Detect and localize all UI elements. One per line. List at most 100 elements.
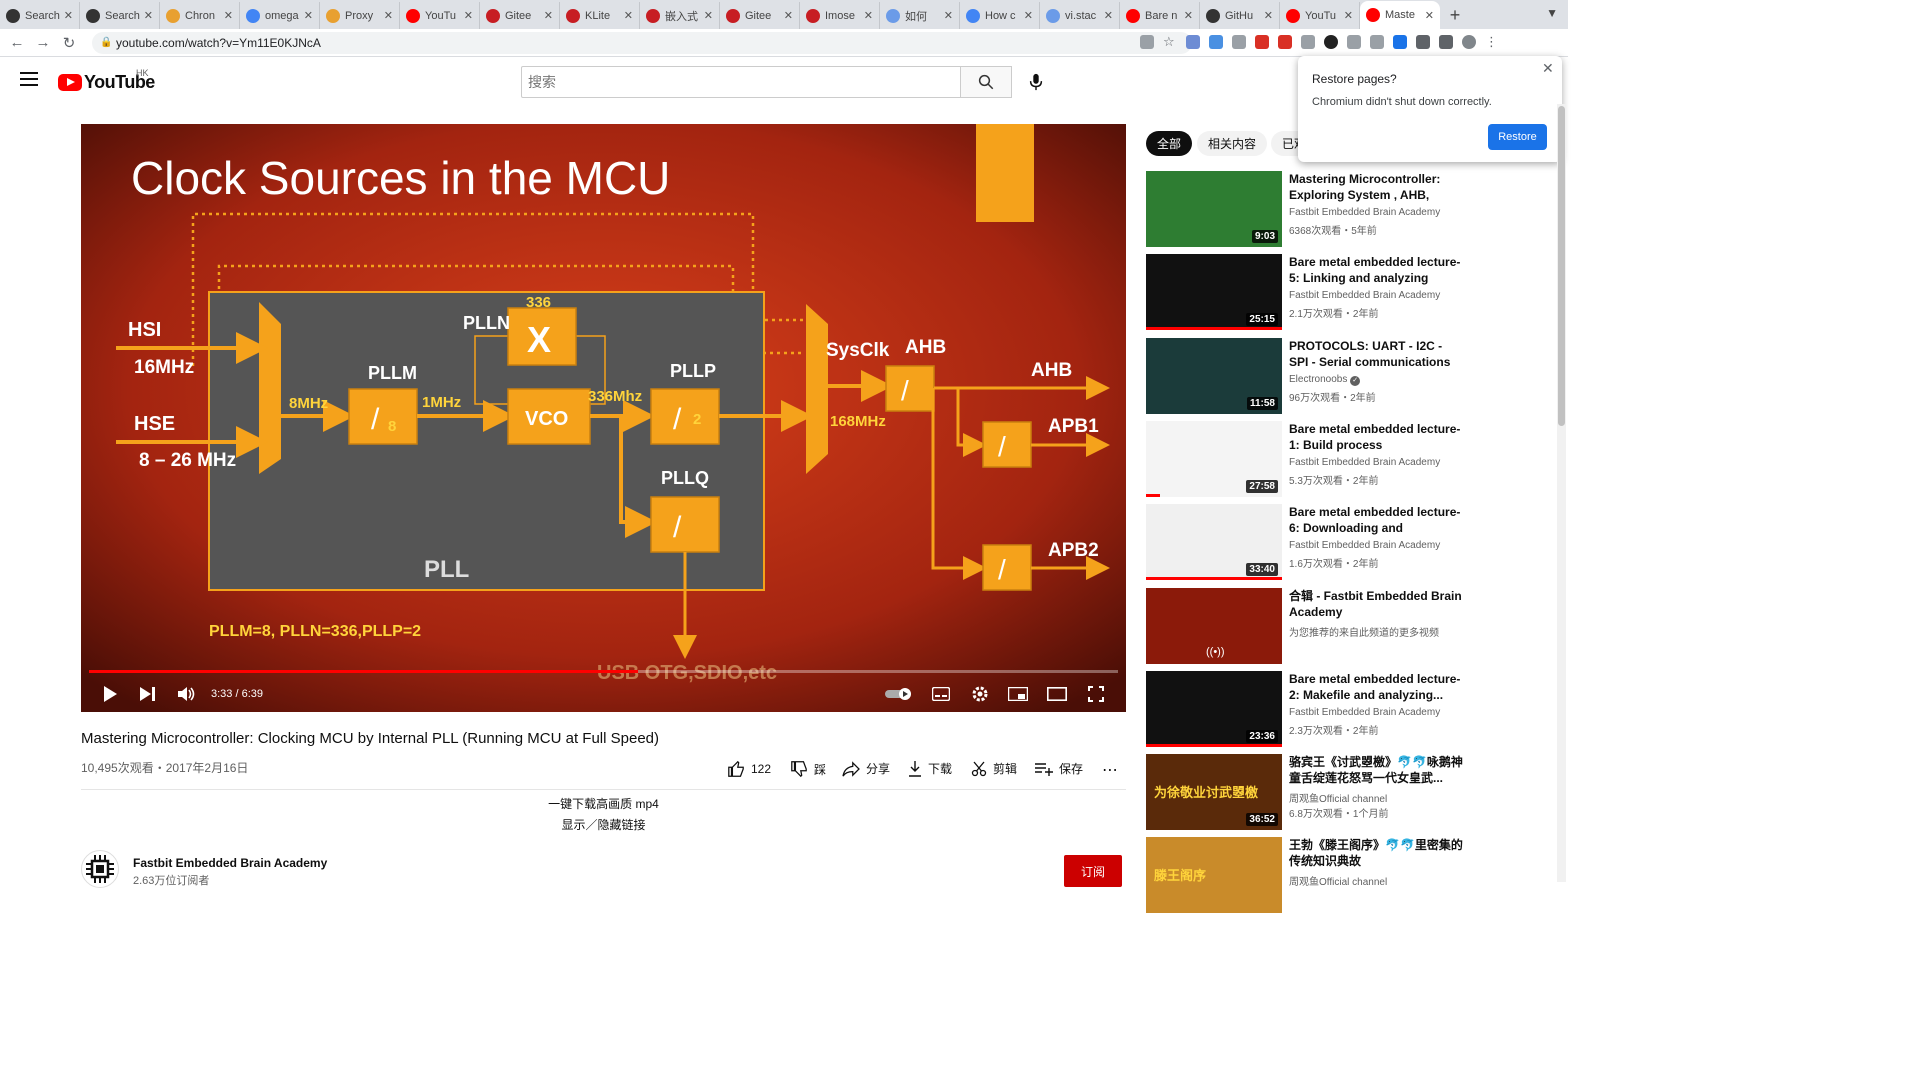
media-icon[interactable] bbox=[1439, 35, 1453, 49]
share-button[interactable]: 分享 bbox=[842, 760, 890, 777]
browser-tab[interactable]: Proxy✕ bbox=[320, 2, 400, 29]
recommendation-channel[interactable]: Fastbit Embedded Brain Academy bbox=[1289, 290, 1440, 301]
clip-button[interactable]: 剪辑 bbox=[971, 760, 1017, 777]
browser-tab[interactable]: How c✕ bbox=[960, 2, 1040, 29]
browser-tab[interactable]: Imose✕ bbox=[800, 2, 880, 29]
tab-close-icon[interactable]: ✕ bbox=[1103, 10, 1113, 22]
browser-tab[interactable]: KLite✕ bbox=[560, 2, 640, 29]
tab-close-icon[interactable]: ✕ bbox=[543, 10, 553, 22]
tab-close-icon[interactable]: ✕ bbox=[1263, 10, 1273, 22]
extension-icon[interactable] bbox=[1393, 35, 1407, 49]
extension-icon[interactable] bbox=[1209, 35, 1223, 49]
recommendation-title[interactable]: Bare metal embedded lecture-2: Makefile … bbox=[1289, 671, 1461, 702]
recommendation-channel[interactable]: Electronoobs ✓ bbox=[1289, 374, 1361, 386]
page-scrollbar[interactable] bbox=[1557, 104, 1566, 882]
volume-button[interactable] bbox=[177, 684, 197, 704]
bookmark-star-icon[interactable]: ☆ bbox=[1163, 34, 1175, 49]
extension-icon[interactable] bbox=[1278, 35, 1292, 49]
tab-close-icon[interactable]: ✕ bbox=[223, 10, 233, 22]
tab-close-icon[interactable]: ✕ bbox=[703, 10, 713, 22]
browser-tab[interactable]: 嵌入式✕ bbox=[640, 2, 720, 29]
download-hd-link[interactable]: 一键下载高画质 mp4 bbox=[548, 797, 659, 811]
extension-icon[interactable] bbox=[1255, 35, 1269, 49]
tab-close-icon[interactable]: ✕ bbox=[1183, 10, 1193, 22]
recommendation-title[interactable]: PROTOCOLS: UART - I2C - SPI - Serial com… bbox=[1289, 338, 1451, 372]
extension-icon[interactable] bbox=[1186, 35, 1200, 49]
profile-icon[interactable] bbox=[1462, 35, 1476, 49]
video-thumbnail[interactable]: 23:36 bbox=[1146, 670, 1282, 747]
tab-close-icon[interactable]: ✕ bbox=[863, 10, 873, 22]
chip-0[interactable]: 全部 bbox=[1146, 131, 1193, 156]
toggle-links[interactable]: 显示／隐藏链接 bbox=[561, 818, 646, 832]
progress-bar[interactable] bbox=[89, 670, 1118, 673]
browser-tab[interactable]: Search✕ bbox=[0, 2, 80, 29]
more-actions-button[interactable]: ⋯ bbox=[1102, 760, 1119, 780]
recommendation-title[interactable]: Bare metal embedded lecture-5: Linking a… bbox=[1289, 255, 1461, 288]
tab-close-icon[interactable]: ✕ bbox=[1424, 9, 1434, 22]
tab-close-icon[interactable]: ✕ bbox=[1343, 10, 1353, 22]
browser-tab[interactable]: YouTu✕ bbox=[1280, 2, 1360, 29]
recommendation-channel[interactable]: Fastbit Embedded Brain Academy bbox=[1289, 540, 1440, 551]
browser-tab[interactable]: YouTu✕ bbox=[400, 2, 480, 29]
next-button[interactable] bbox=[139, 684, 157, 704]
settings-button[interactable] bbox=[970, 684, 990, 704]
tab-close-icon[interactable]: ✕ bbox=[63, 10, 73, 22]
browser-tab[interactable]: Bare n✕ bbox=[1120, 2, 1200, 29]
video-thumbnail[interactable]: 9:03 bbox=[1146, 171, 1282, 247]
recommendation-channel[interactable]: Fastbit Embedded Brain Academy bbox=[1289, 207, 1440, 218]
recommendation-title[interactable]: Mastering Microcontroller: Exploring Sys… bbox=[1289, 172, 1441, 205]
recommendation-channel[interactable]: Fastbit Embedded Brain Academy bbox=[1289, 707, 1440, 718]
browser-tab[interactable]: GitHu✕ bbox=[1200, 2, 1280, 29]
recommendation-channel[interactable]: 周观鱼Official channel bbox=[1289, 790, 1387, 805]
extension-icon[interactable] bbox=[1370, 35, 1384, 49]
play-button[interactable] bbox=[101, 684, 119, 704]
miniplayer-button[interactable] bbox=[1008, 684, 1028, 704]
video-thumbnail[interactable]: 滕王阁序 bbox=[1146, 837, 1282, 914]
scrollbar-thumb[interactable] bbox=[1558, 106, 1565, 426]
video-thumbnail[interactable]: ((•)) bbox=[1146, 587, 1282, 664]
tab-close-icon[interactable]: ✕ bbox=[383, 10, 393, 22]
install-icon[interactable] bbox=[1140, 35, 1154, 49]
github-icon[interactable] bbox=[1324, 35, 1338, 49]
recommendation-title[interactable]: 骆宾王《讨武曌檄》🐬🐬咏鹅神童舌绽莲花怒骂一代女皇武... bbox=[1289, 755, 1463, 786]
youtube-logo[interactable]: YouTube bbox=[58, 72, 155, 93]
recommendation-title[interactable]: Bare metal embedded lecture-6: Downloadi… bbox=[1289, 505, 1461, 538]
autoplay-toggle[interactable] bbox=[885, 684, 913, 704]
tab-close-icon[interactable]: ✕ bbox=[623, 10, 633, 22]
video-thumbnail[interactable]: 27:58 bbox=[1146, 420, 1282, 497]
chip-1[interactable]: 相关内容 bbox=[1197, 131, 1268, 156]
subtitles-button[interactable] bbox=[931, 684, 951, 704]
recommendation-title[interactable]: 合辑 - Fastbit Embedded Brain Academy bbox=[1289, 588, 1462, 619]
video-player[interactable]: Clock Sources in the MCU HSI 16MHz HSE 8… bbox=[81, 124, 1126, 712]
extension-icon[interactable] bbox=[1301, 35, 1315, 49]
browser-menu-icon[interactable]: ⋮ bbox=[1485, 34, 1498, 49]
extension-icon[interactable] bbox=[1347, 35, 1361, 49]
browser-tab[interactable]: vi.stac✕ bbox=[1040, 2, 1120, 29]
back-icon[interactable]: ← bbox=[9, 34, 25, 51]
voice-search-button[interactable] bbox=[1022, 68, 1050, 96]
recommendation-channel[interactable]: 周观鱼Official channel bbox=[1289, 873, 1387, 888]
browser-tab[interactable]: Gitee✕ bbox=[480, 2, 560, 29]
browser-tab[interactable]: Gitee✕ bbox=[720, 2, 800, 29]
tab-search-icon[interactable]: ▼ bbox=[1546, 6, 1558, 20]
browser-tab[interactable]: Maste✕ bbox=[1360, 1, 1440, 29]
video-thumbnail[interactable]: 11:58 bbox=[1146, 337, 1282, 414]
search-input[interactable] bbox=[521, 66, 961, 98]
fullscreen-button[interactable] bbox=[1087, 684, 1105, 704]
browser-tab[interactable]: Search✕ bbox=[80, 2, 160, 29]
recommendation-title[interactable]: 王勃《滕王阁序》🐬🐬里密集的传统知识典故 bbox=[1289, 838, 1463, 869]
address-bar[interactable]: 🔒 youtube.com/watch?v=Ym11E0KJNcA bbox=[92, 32, 1192, 54]
browser-tab[interactable]: Chron✕ bbox=[160, 2, 240, 29]
dislike-button[interactable]: 踩 bbox=[790, 760, 826, 778]
video-thumbnail[interactable]: 33:40 bbox=[1146, 504, 1282, 581]
tab-close-icon[interactable]: ✕ bbox=[463, 10, 473, 22]
recommendation-channel[interactable]: Fastbit Embedded Brain Academy bbox=[1289, 457, 1440, 468]
download-button[interactable]: 下载 bbox=[908, 760, 952, 777]
close-icon[interactable]: ✕ bbox=[1542, 60, 1554, 76]
theater-mode-button[interactable] bbox=[1047, 684, 1067, 704]
